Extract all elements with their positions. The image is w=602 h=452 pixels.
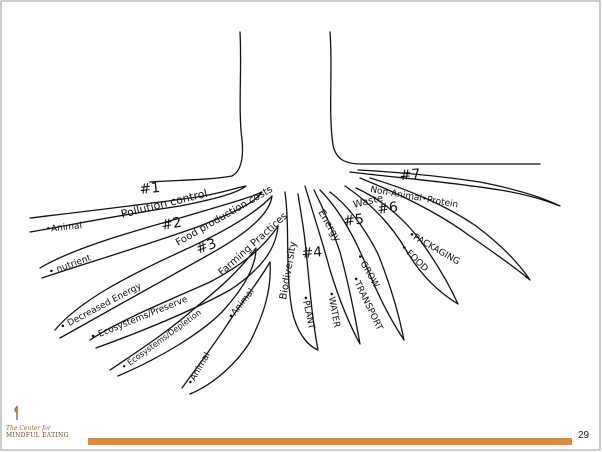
footer-accent-bar <box>88 438 572 445</box>
label-pollution-control: Pollution control <box>120 187 209 221</box>
label-animal-3: •Animal <box>186 351 213 388</box>
leaf-icon <box>12 405 22 421</box>
trunk-right-edge <box>330 32 540 164</box>
logo-name: MINDFUL EATING <box>6 432 69 439</box>
label-number-7: #7 <box>399 167 421 184</box>
label-number-4: #4 <box>301 244 323 262</box>
label-farming-practices: Farming Practices <box>217 211 290 278</box>
label-biodiversity: Biodiversity <box>278 241 299 301</box>
page-number: 29 <box>578 430 589 441</box>
label-plant: •PLANT <box>299 295 316 331</box>
label-animal-2: •Animal <box>226 287 256 322</box>
label-animal-1: •Animal <box>45 221 82 235</box>
label-number-6: #6 <box>376 199 399 218</box>
label-number-3: #3 <box>194 236 219 258</box>
label-nutrient: • nutrient <box>48 253 93 278</box>
label-number-2: #2 <box>160 215 183 234</box>
label-number-5: #5 <box>342 211 365 230</box>
label-number-1: #1 <box>139 180 161 198</box>
center-for-mindful-eating-logo: The Center for MINDFUL EATING <box>6 405 66 445</box>
trunk-left-edge <box>150 32 243 182</box>
logo-tagline: The Center for <box>6 425 51 432</box>
